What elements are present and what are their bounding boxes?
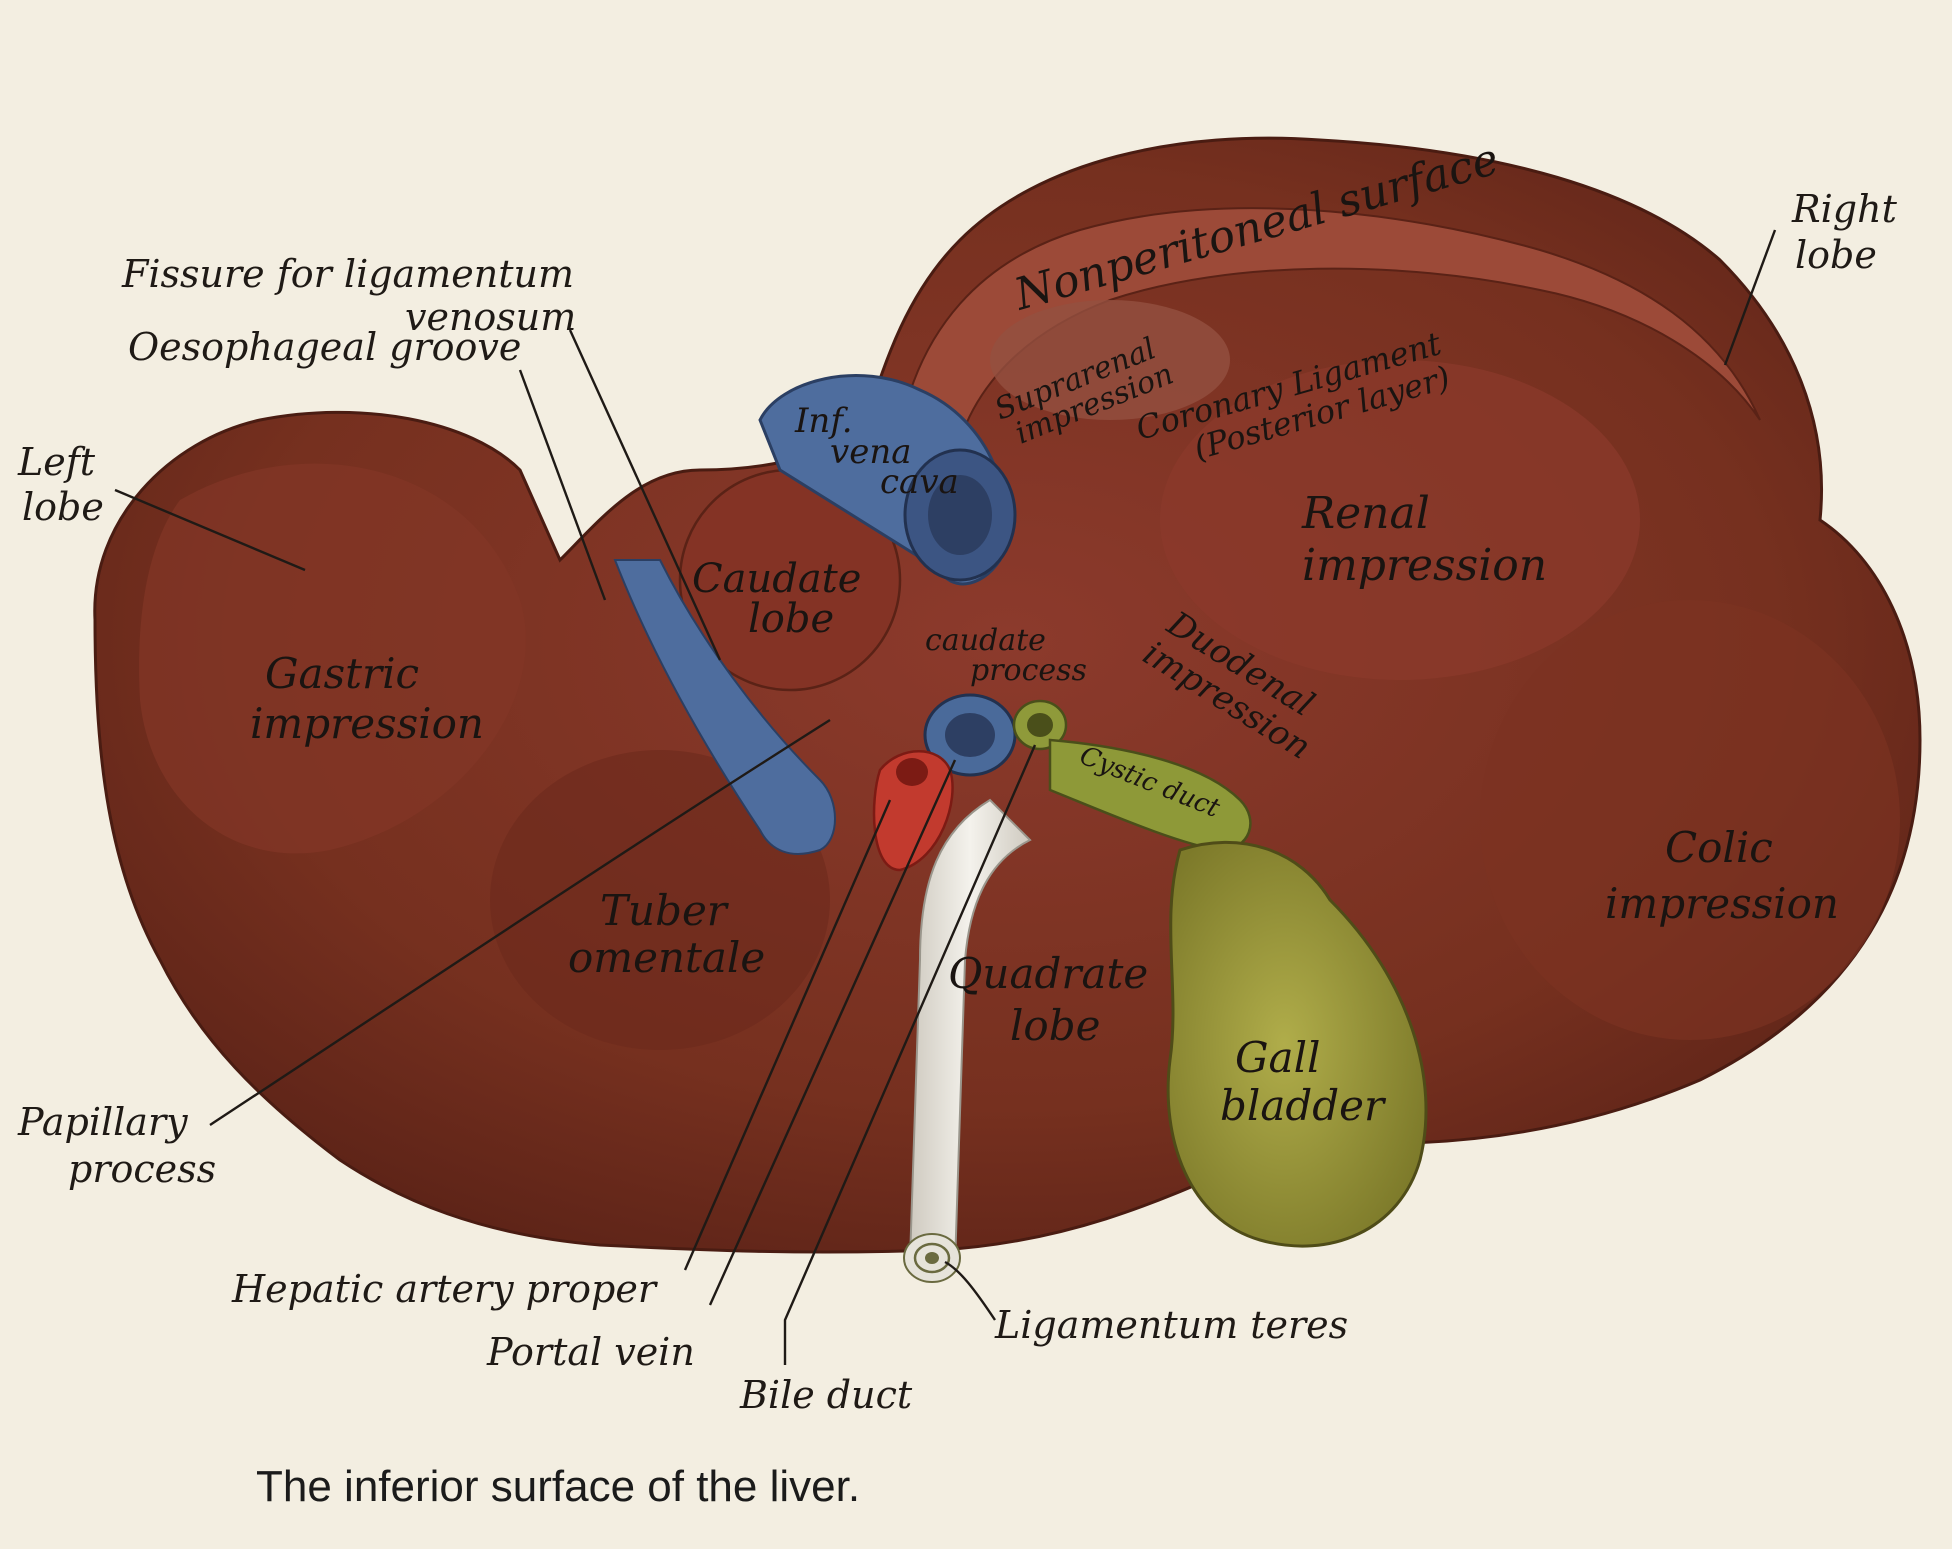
- label-fissure: Fissure for ligamentum venosum: [121, 252, 586, 339]
- gall-bladder-shape: [1166, 840, 1428, 1248]
- leader-right-lobe: [1723, 229, 1777, 366]
- suprarenal-shape: [990, 300, 1230, 420]
- label-ligamentum-teres: Ligamentum teres: [994, 1303, 1348, 1347]
- leader-bile-duct: [783, 744, 1037, 1365]
- label-papillary-process: Papillary process: [17, 1100, 216, 1191]
- label-left-lobe: Left lobe: [17, 440, 107, 529]
- leader-papillary-process: [209, 718, 831, 1127]
- renal-impression-shape: [1160, 360, 1640, 680]
- label-gastric-impression: Gastric impression: [250, 649, 484, 748]
- hepatic-artery-shape: [872, 750, 954, 872]
- label-colic-impression: Colic impression: [1605, 823, 1839, 928]
- leader-oesophageal-groove: [518, 369, 607, 601]
- label-right-lobe: Right lobe: [1791, 187, 1909, 277]
- cystic-duct-shape: [1048, 738, 1252, 852]
- label-hepatic-artery-proper: Hepatic artery proper: [231, 1267, 659, 1311]
- label-renal-impression: Renal impression: [1301, 488, 1547, 591]
- figure-caption: The inferior surface of the liver.: [256, 1462, 861, 1511]
- leader-left-lobe: [114, 488, 306, 572]
- label-portal-vein: Portal vein: [486, 1330, 695, 1374]
- colic-impression-shape: [1480, 600, 1900, 1040]
- label-ivc: Inf. vena cava: [794, 401, 959, 502]
- tuber-omentale-shape: [490, 750, 830, 1050]
- fissure-venosum-shape: [613, 559, 836, 855]
- leader-ligamentum-teres: [944, 1260, 996, 1321]
- label-tuber-omentale: Tuber omentale: [568, 886, 765, 982]
- leader-hepatic-artery: [683, 799, 892, 1271]
- label-quadrate-lobe: Quadrate lobe: [948, 949, 1162, 1050]
- bile-duct-lumen: [1027, 713, 1053, 737]
- portal-vein-lumen: [945, 713, 995, 757]
- label-bile-duct: Bile duct: [739, 1373, 913, 1417]
- gastric-impression-shape: [139, 463, 526, 854]
- label-caudate-process: caudate process: [925, 623, 1087, 688]
- ivc-lumen: [928, 475, 992, 555]
- label-caudate-lobe: Caudate lobe: [692, 556, 874, 642]
- label-gall-bladder: Gall bladder: [1220, 1033, 1387, 1130]
- leader-portal-vein: [708, 759, 957, 1306]
- hepatic-artery-lumen: [896, 758, 928, 786]
- label-oesophageal-groove: Oesophageal groove: [128, 325, 521, 369]
- leader-fissure: [568, 329, 722, 661]
- nonperitoneal-band: [898, 207, 1761, 442]
